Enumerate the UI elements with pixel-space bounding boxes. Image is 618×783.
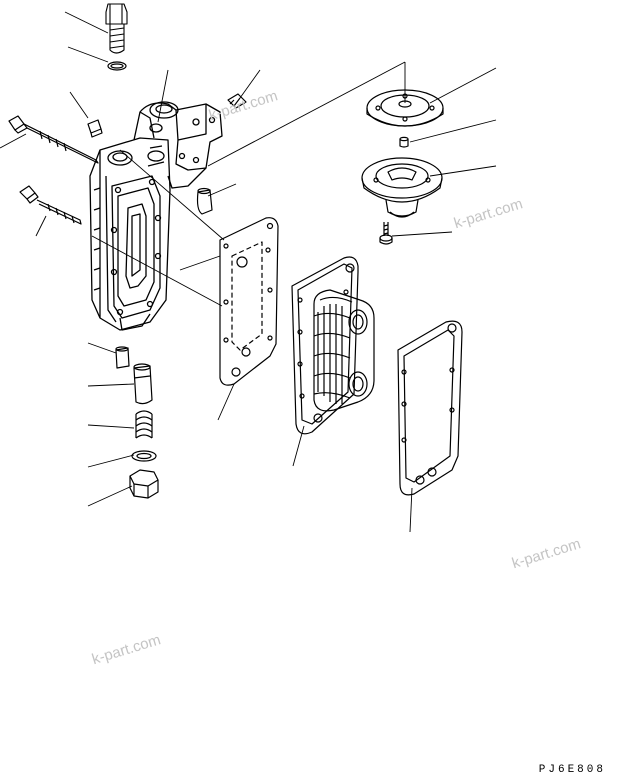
leader-o-ring [67,46,109,63]
plug-top [105,3,128,54]
o-ring-top-inner [110,63,124,69]
gasket-right [397,320,463,496]
plug-elbow [227,93,247,109]
o-ring-top [107,61,127,71]
nipple [196,187,213,215]
leader-gasket-left [217,383,235,421]
leader-top-long [207,61,406,167]
guide-1 [119,149,225,241]
leader-element [292,425,305,467]
valve-bolt [379,222,393,245]
gasket-bottom [131,450,157,462]
oil-cooler-case [89,101,223,331]
guide-3 [179,255,221,271]
leader-plug-bottom [87,342,117,354]
plug-bottom [115,346,130,369]
leader-housing [157,69,169,123]
leader-bolt-long [0,133,27,149]
pin [399,136,409,148]
spring [135,410,153,439]
small-plug [87,119,103,138]
leader-plug-top [64,11,109,34]
leader-gasket-bottom [87,454,135,468]
leader-spring [87,424,135,429]
plug-hex [129,469,159,499]
leader-gasket-right [409,487,413,533]
leader-valve-bottom [87,383,135,387]
leader-pin [409,119,497,143]
leader-valve-bolt [391,231,453,237]
bolt-long [8,115,99,164]
leader-plug-elbow [239,69,261,99]
bolt-short [19,185,82,225]
figure-code: PJ6E808 [538,764,606,776]
cover [366,89,444,127]
leader-cover [429,67,497,104]
valve-bottom [133,363,153,405]
valve [361,157,443,218]
oil-cooler-element [291,256,375,435]
leader-lines [0,11,497,533]
gasket-left [219,217,279,386]
leader-nipple [207,183,237,197]
leader-small-plug [69,91,89,119]
leader-plug-hex [87,485,133,507]
leader-bolt-short [35,215,47,237]
